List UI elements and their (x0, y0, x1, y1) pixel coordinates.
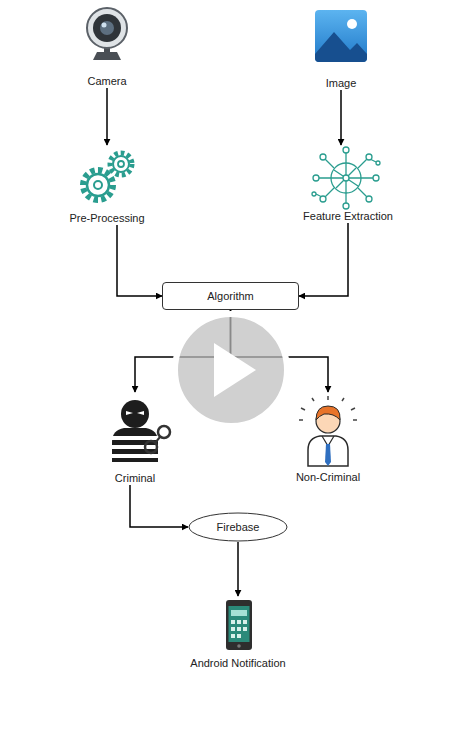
node-label: Criminal (115, 472, 155, 485)
node-label: Firebase (217, 521, 260, 534)
arrow-connector (231, 310, 329, 392)
node-label: Camera (87, 75, 126, 88)
arrow-connector (106, 88, 108, 145)
criminal-icon (112, 400, 170, 462)
image-node: Image (301, 8, 381, 90)
process-box: Algorithm (162, 282, 299, 310)
phone-icon (226, 600, 252, 650)
person-icon (299, 396, 357, 466)
arrow-connector (299, 223, 348, 296)
node-label: Feature Extraction (303, 210, 393, 223)
arrow-connector (135, 310, 231, 392)
arrow-connector (340, 90, 342, 145)
ellipse-node: Firebase (188, 512, 288, 542)
arrow-connector (237, 542, 239, 596)
arrow-connector (130, 485, 188, 527)
feature-extraction-node: Feature Extraction (288, 145, 408, 223)
node-label: Algorithm (207, 290, 253, 303)
phone-node: Android Notification (163, 596, 313, 670)
camera-node: Camera (72, 8, 142, 88)
node-label: Pre-Processing (69, 212, 144, 225)
non-criminal-node: Non-Criminal (283, 392, 373, 484)
webcam-icon (87, 8, 127, 60)
criminal-node: Criminal (95, 392, 175, 485)
arrow-connector (117, 225, 162, 296)
image-icon (315, 10, 367, 62)
ellipse-shape (189, 513, 287, 541)
play-button (175, 314, 287, 426)
preprocessing-node: Pre-Processing (52, 145, 162, 225)
node-label: Image (326, 77, 357, 90)
gears-icon (83, 153, 132, 200)
network-icon (312, 147, 380, 209)
node-label: Android Notification (190, 657, 285, 670)
node-label: Non-Criminal (296, 471, 360, 484)
